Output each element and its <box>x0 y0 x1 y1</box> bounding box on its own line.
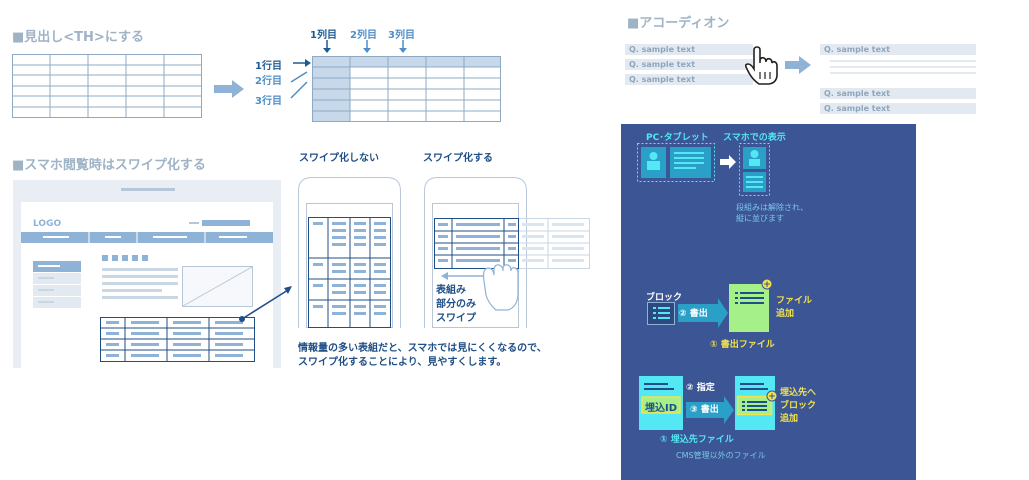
pointer-hand-icon <box>744 46 778 85</box>
swipe-note-1: 表組み <box>436 285 466 296</box>
pc-tablet-label: PC･タブレット <box>646 133 709 143</box>
swipe-label: スワイプ化する <box>423 153 493 164</box>
logo-text: LOGO <box>33 219 62 229</box>
embed-block-label-1: 埋込先へ <box>780 388 817 398</box>
section-swipe-title: ■スマホ閲覧時はスワイプ化する <box>12 158 206 173</box>
swipe-caption-line1: 情報量の多い表組だと、スマホでは見にくくなるので、 <box>298 343 547 354</box>
specify-label: ② 指定 <box>686 383 715 393</box>
col-label-1: 1列目 <box>310 30 337 41</box>
block-label: ブロック <box>646 293 683 303</box>
swipe-note-2: 部分のみ <box>436 299 476 310</box>
svg-text:+: + <box>768 392 776 402</box>
row-label-1: 1行目 <box>255 61 282 72</box>
swipe-note-3: スワイプ <box>436 313 476 324</box>
swipe-caption-line2: スワイプ化することにより、見やすくします。 <box>298 357 507 368</box>
row-label-2: 2行目 <box>255 76 282 87</box>
no-swipe-label: スワイプ化しない <box>299 153 379 164</box>
pc-browser-mockup <box>13 180 281 368</box>
accordion-item-right-1: Q. sample text <box>820 44 976 55</box>
svg-text:+: + <box>763 280 771 290</box>
file-add-label-2: 追加 <box>776 309 795 319</box>
accordion-item-left-3: Q. sample text <box>625 74 753 85</box>
embed-file-label: ① 埋込先ファイル <box>660 435 734 445</box>
connector-line <box>241 286 292 320</box>
sp-note-2: 縦に並びます <box>736 214 784 223</box>
col-label-2: 2列目 <box>350 30 377 41</box>
arrow-right-icon <box>785 56 811 74</box>
export-label: ② 書出 <box>679 309 708 319</box>
export2-label: ③ 書出 <box>690 405 719 415</box>
accordion-item-left-1: Q. sample text <box>625 44 753 55</box>
col-label-3: 3列目 <box>388 30 415 41</box>
embed-note: CMS管理以外のファイル <box>676 451 766 460</box>
section-accordion-title: ■アコーディオン <box>627 16 730 31</box>
section-th-title: ■見出し<TH>にする <box>12 30 144 45</box>
smartphone-label: スマホでの表示 <box>723 133 786 143</box>
sp-note-1: 段組みは解除され、 <box>736 203 809 212</box>
embed-id-label: 埋込ID <box>645 403 678 414</box>
plain-table-icon <box>12 54 202 118</box>
row-label-3: 3行目 <box>255 96 282 107</box>
embed-block-label-2: ブロック <box>780 401 817 411</box>
export-diagram: + <box>647 278 773 332</box>
export-file-label: ① 書出ファイル <box>710 340 775 350</box>
accordion-item-right-2: Q. sample text <box>820 88 976 99</box>
embed-diagram: + <box>639 376 778 430</box>
accordion-item-right-3: Q. sample text <box>820 103 976 114</box>
arrow-right-icon <box>214 80 244 98</box>
embed-block-label-3: 追加 <box>780 414 799 424</box>
accordion-item-left-2: Q. sample text <box>625 59 753 70</box>
responsive-layout-diagram <box>637 143 770 196</box>
phone-swipe <box>424 177 590 328</box>
file-add-label-1: ファイル <box>776 296 813 306</box>
th-table-diagram <box>290 40 501 122</box>
accordion-expanded-content <box>830 60 976 74</box>
phone-no-swipe <box>298 177 401 328</box>
